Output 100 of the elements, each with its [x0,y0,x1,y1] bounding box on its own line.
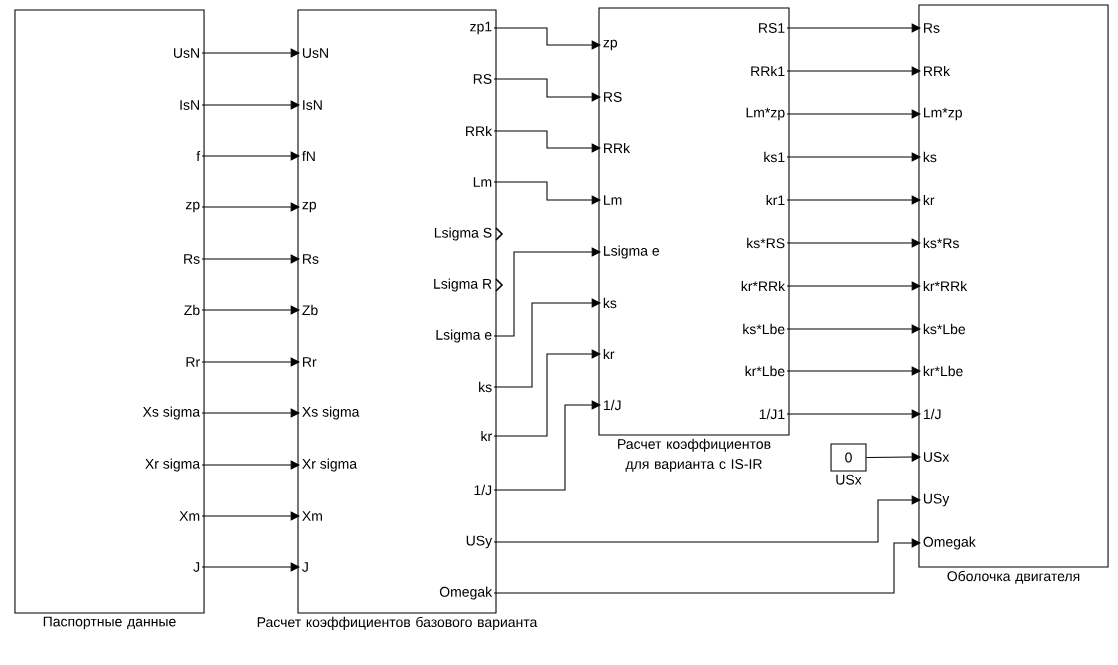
port-label: J [193,562,200,572]
signal-line [493,495,921,543]
port-label: zp [603,39,618,51]
signal-line [786,366,921,376]
signal-line [493,247,601,337]
port-label: zp1 [470,21,492,35]
signal-line [201,511,300,521]
signal-line [865,452,921,462]
signal-line [786,195,921,205]
port-label: ks*RS [747,237,785,249]
port-label: zp [302,201,317,213]
port-label: kr*RRk [923,280,968,292]
node-label: Паспортные данные [43,616,176,630]
signal-line [493,538,921,594]
port-label: RS [473,74,492,84]
port-label: Lsigma S [434,227,492,241]
port-label: zp [185,201,200,213]
signal-line [201,100,300,110]
port-label: ks [479,381,492,393]
node-label: для варианта с IS-IR [625,459,762,472]
port-label: USx [923,452,950,462]
port-label: 1/J [923,408,941,420]
port-label: kr*Lbe [923,365,963,377]
port-label: Lm [473,177,492,187]
signal-line [786,238,921,248]
signal-line [201,460,300,470]
signal-line [493,349,601,437]
port-label: ks [603,297,617,309]
signal-line [493,130,601,153]
port-label: RRk [466,125,493,137]
port-label: RS1 [759,23,785,33]
port-label: RS [604,92,622,102]
node-label: Оболочка двигателя [947,570,1080,584]
signal-line [786,281,921,291]
port-label: ks*Lbe [743,323,785,335]
signal-line [786,109,921,119]
port-label: kr1 [766,194,785,206]
port-label: kr*RRk [741,280,786,292]
port-label: Lm*zp [924,107,962,121]
port-label: Zb [302,304,318,316]
signal-line [493,400,601,491]
port-label: RRk [924,65,951,77]
port-label: kr [923,194,935,206]
port-label: IsN [180,100,199,110]
port-label: ks [923,151,937,163]
port-label: Rs [303,254,319,264]
port-label: Xr sigma [302,458,358,472]
port-label: Rs [184,254,200,264]
signal-line [493,27,601,50]
port-label: ks*Rs [923,237,959,249]
node-label: Расчет коэффициентов [618,438,771,452]
port-label: UsN [174,48,199,58]
signal-line [201,408,300,418]
signal-line [201,254,300,264]
signal-line [493,78,601,102]
node-label: USx [836,474,862,485]
port-label: 1/J1 [759,408,785,420]
signal-line [201,151,300,161]
signal-line [201,357,300,367]
port-label: f [196,150,201,162]
port-label: fN [302,150,315,162]
signal-line [786,66,921,76]
port-label: Xs sigma [142,406,201,420]
port-label: USy [923,493,950,507]
port-label: RRk1 [751,65,785,77]
port-label: Lsigma R [434,278,492,292]
signal-line [786,23,921,33]
constant-block: 0 USx [830,443,867,485]
signal-line [786,324,921,334]
port-label: kr [481,430,492,442]
port-label: Rs [924,23,940,33]
port-label: IsN [303,100,322,110]
port-label: Lsigma e [604,245,659,259]
port-label: Xm [179,511,200,521]
port-label: USy [466,535,493,549]
signal-line [201,305,300,315]
port-label: UsN [302,48,328,58]
port-label: Xs sigma [302,406,360,420]
signal-line [786,409,921,419]
port-label: Omegak [439,586,493,600]
port-label: kr*Lbe [745,365,785,377]
port-label: RRk [604,142,631,154]
port-label: Rr [303,357,317,367]
signal-line [201,48,300,58]
signal-line [786,152,921,162]
port-label: Lsigma e [436,329,492,343]
port-label: Xm [302,511,322,521]
port-label: Omegak [923,536,976,550]
port-label: Rr [186,357,200,367]
port-label: Zb [184,304,200,316]
port-label: Lm*zp [746,107,785,121]
port-label: J [302,562,308,572]
port-label: ks*Lbe [923,323,966,335]
signal-line [493,298,601,388]
port-label: Xr sigma [145,458,201,472]
port-label: Lm [604,195,622,205]
signal-line [493,181,601,205]
port-label: 1/J [603,399,621,411]
port-label: ks1 [764,151,785,163]
port-label: 1/J [474,484,492,496]
